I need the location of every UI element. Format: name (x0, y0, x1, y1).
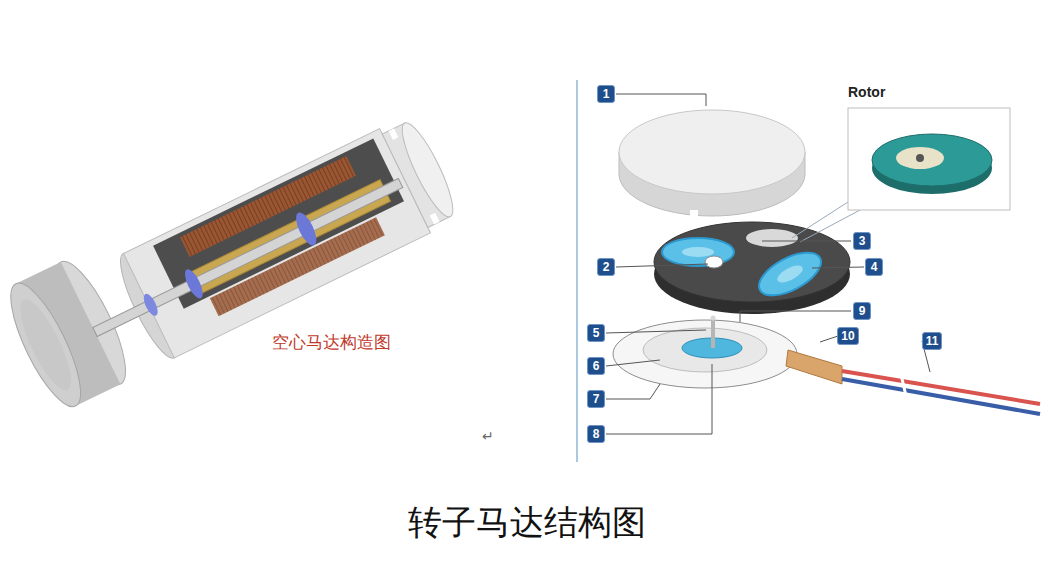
callout-number: 9 (853, 302, 871, 320)
motor-base (613, 316, 797, 389)
callout-number: 4 (865, 258, 883, 276)
rotor-inset-picture (792, 108, 1010, 242)
callout-number: 5 (587, 324, 605, 342)
motor-cap (619, 110, 805, 216)
figure-title: 空心马达构造图 (272, 331, 391, 354)
callout-number: 2 (597, 258, 615, 276)
callout-number: 3 (853, 232, 871, 250)
callout-number: 10 (837, 327, 858, 345)
callout-number: 7 (587, 390, 605, 408)
divider-line (576, 80, 578, 462)
callout-number: 11 (922, 332, 943, 350)
return-mark: ↵ (482, 428, 494, 444)
leader-lines (606, 94, 930, 434)
lead-wires (786, 350, 1040, 414)
coreless-motor (0, 94, 464, 414)
inset-heading: Rotor (848, 84, 885, 100)
callout-number: 6 (587, 357, 605, 375)
rotor-inset-box: Rotor (848, 108, 1010, 210)
callout-number: 8 (587, 425, 605, 443)
callout-number: 1 (597, 85, 615, 103)
caption: 转子马达结构图 (0, 500, 1053, 546)
